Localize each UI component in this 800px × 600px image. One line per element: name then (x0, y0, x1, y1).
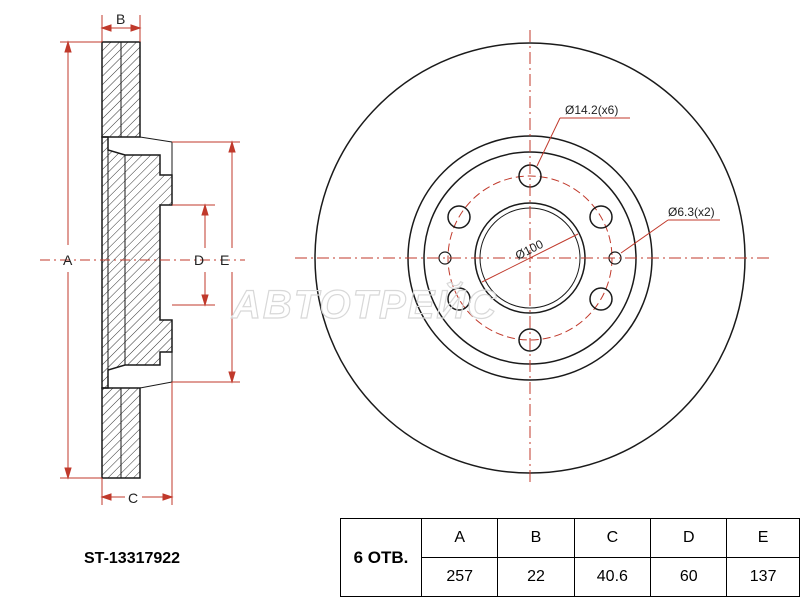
spec-table: 6 ОТВ. A B C D E 257 22 40.6 60 137 (340, 518, 800, 597)
dimension-e (172, 140, 240, 384)
hat-section (101, 136, 173, 389)
spec-table-header-row: 6 ОТВ. A B C D E (340, 518, 800, 597)
header-d: D (650, 518, 728, 558)
pin-hole-label: Ø6.3(x2) (668, 205, 715, 219)
header-a: A (420, 518, 499, 558)
dimension-b-label: B (116, 11, 125, 27)
bolt-hole-label: Ø14.2(x6) (565, 103, 618, 117)
spec-table-value-row: 257 22 40.6 60 137 (341, 557, 800, 597)
bolt-hole (447, 205, 471, 229)
front-view: Ø14.2(x6) Ø6.3(x2) Ø100 ABTOTPEЙC (230, 30, 770, 485)
dimension-c-label: C (128, 490, 138, 506)
header-e: E (726, 518, 800, 558)
dimension-d (172, 203, 215, 307)
bolt-hole (589, 287, 613, 311)
value-b: 22 (497, 557, 575, 597)
bolt-hole (447, 287, 471, 311)
dimension-e-label: E (220, 252, 229, 268)
bolt-hole (589, 205, 613, 229)
value-d: 60 (650, 557, 728, 597)
dimension-a-label: A (63, 252, 73, 268)
header-c: C (573, 518, 652, 558)
value-e: 137 (726, 557, 800, 597)
dimension-d-label: D (194, 252, 204, 268)
value-c: 40.6 (573, 557, 652, 597)
holes-label: 6 ОТВ. (340, 518, 422, 597)
dimension-b (100, 15, 142, 42)
bolt-hole (518, 328, 542, 352)
dimension-a (60, 40, 102, 480)
header-b: B (497, 518, 575, 558)
part-number: ST-13317922 (84, 550, 181, 567)
value-a: 257 (420, 557, 499, 597)
side-section-view: A B C D (40, 11, 245, 506)
watermark: ABTOTPEЙC (231, 280, 498, 327)
dimension-c (100, 382, 174, 505)
